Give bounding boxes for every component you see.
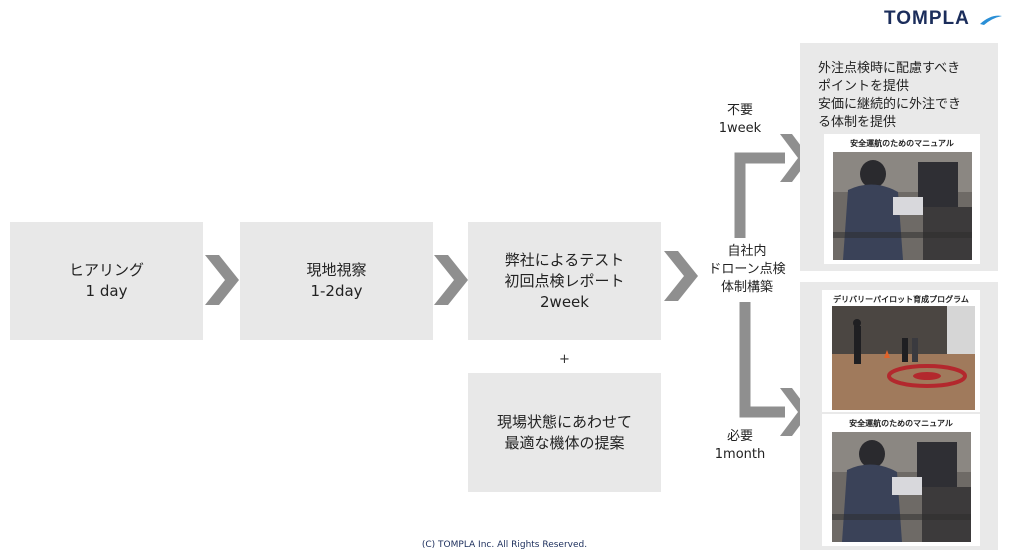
upper-panel-line-1: 外注点検時に配慮すべき xyxy=(818,61,961,76)
branch-center-line-3: 体制構築 xyxy=(720,280,773,295)
company-logo: TOMPLA xyxy=(884,8,970,29)
training-photo xyxy=(832,306,975,410)
manual-photo xyxy=(833,152,972,260)
branch-lower-line-1: 必要 xyxy=(726,429,753,444)
manual-card-lower: 安全運航のためのマニュアル xyxy=(822,414,980,546)
step-hearing-duration: 1 day xyxy=(85,282,128,300)
proposal-line-1: 現場状態にあわせて xyxy=(496,412,632,431)
branch-center-line-1: 自社内 xyxy=(727,244,767,259)
branch-center-label: 自社内 ドローン点検 体制構築 xyxy=(700,243,794,297)
manual-card-lower-title: 安全運航のためのマニュアル xyxy=(849,419,953,428)
chevron-right-icon xyxy=(205,255,239,305)
plus-sign: + xyxy=(559,352,570,367)
branch-upper-line-1: 不要 xyxy=(726,103,753,118)
step-site-visit-duration: 1-2day xyxy=(310,282,363,300)
step-test-title: 弊社によるテスト xyxy=(504,250,625,269)
upper-panel-line-3: 安価に継続的に外注でき xyxy=(818,97,962,112)
upper-panel-line-2: ポイントを提供 xyxy=(818,79,910,94)
chevron-right-icon xyxy=(434,255,468,305)
copyright-footer: (C) TOMPLA Inc. All Rights Reserved. xyxy=(421,540,588,550)
branch-lower-label: 必要 1month xyxy=(705,428,775,464)
logo-swoosh-icon xyxy=(980,15,1002,25)
branch-center-line-2: ドローン点検 xyxy=(708,262,786,277)
branch-lower-line-2: 1month xyxy=(714,447,766,462)
step-hearing-title: ヒアリング xyxy=(68,261,144,279)
step-test-report: 初回点検レポート xyxy=(504,271,625,290)
chevron-right-icon xyxy=(664,251,698,301)
upper-panel-text: 外注点検時に配慮すべき ポイントを提供 安価に継続的に外注でき る体制を提供 xyxy=(818,60,994,132)
pilot-program-card: デリバリーパイロット育成プログラム xyxy=(822,290,980,412)
branch-upper-label: 不要 1week xyxy=(710,102,770,138)
manual-card-title: 安全運航のためのマニュアル xyxy=(850,139,954,148)
step-hearing-box: ヒアリング 1 day xyxy=(10,222,203,340)
proposal-line-2: 最適な機体の提案 xyxy=(504,433,625,452)
manual-photo-lower xyxy=(832,432,971,542)
pilot-program-title: デリバリーパイロット育成プログラム xyxy=(833,295,969,304)
step-site-visit-box: 現地視察 1-2day xyxy=(240,222,433,340)
upper-panel-line-4: る体制を提供 xyxy=(818,115,897,130)
proposal-box: 現場状態にあわせて 最適な機体の提案 xyxy=(468,373,661,492)
branch-up-arrow xyxy=(734,152,785,238)
branch-down-arrow xyxy=(739,302,785,418)
branch-upper-line-2: 1week xyxy=(718,121,762,136)
manual-card-upper: 安全運航のためのマニュアル xyxy=(824,134,980,264)
step-test-box: 弊社によるテスト 初回点検レポート 2week xyxy=(468,222,661,340)
step-test-duration: 2week xyxy=(540,292,589,311)
step-site-visit-title: 現地視察 xyxy=(306,261,367,279)
